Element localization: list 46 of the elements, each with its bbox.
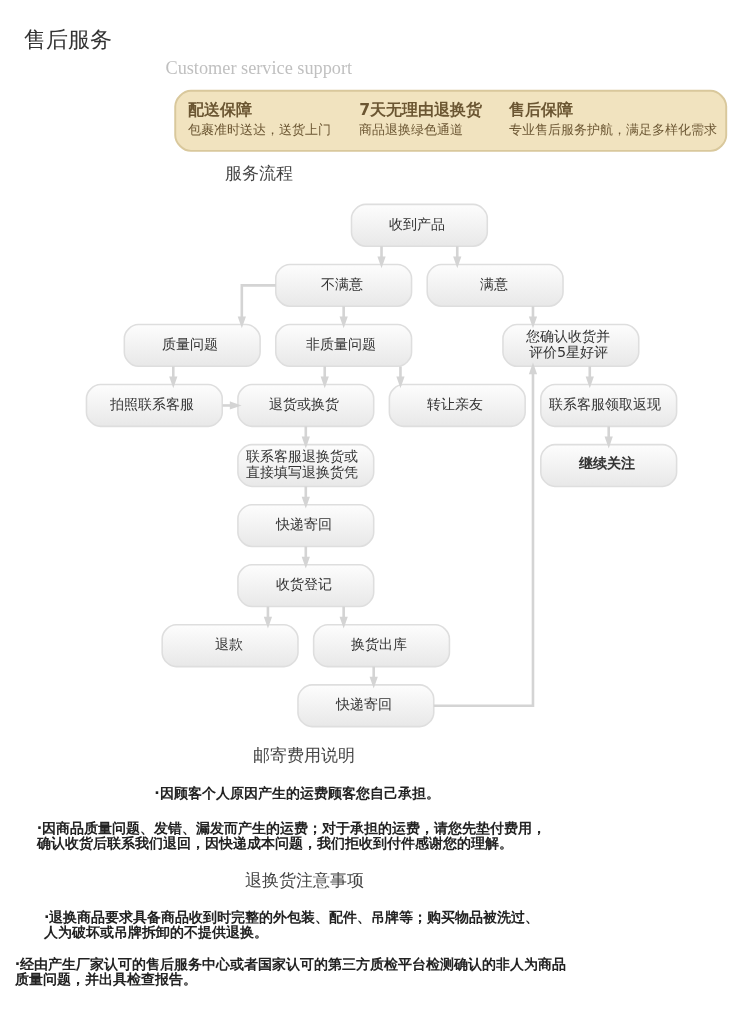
node-box: 快递寄回 <box>237 503 375 547</box>
node-box: 退货或换货 <box>237 383 375 427</box>
node-box: 换货出库 <box>312 623 451 667</box>
arrow <box>339 606 348 629</box>
arrow <box>339 305 348 328</box>
arrow <box>396 365 405 388</box>
arrow <box>222 400 242 410</box>
arrow <box>377 245 386 268</box>
label: 退换货注意事项 <box>245 869 364 890</box>
label: 邮寄费用说明 <box>253 744 356 765</box>
node-box: 继续关注 <box>540 443 678 487</box>
arrow <box>301 486 310 508</box>
label: ·退换商品要求具备商品收到时完整的外包装、配件、吊牌等；购买物品被洗过、人为破坏或吊牌拆卸的不提供退换。 <box>44 908 540 940</box>
label: ·因商品质量问题、发错、漏发而产生的运费；对于承担的运费，请您先垫付费用，确认收货后联系我们退回，因快递成本问题，我们拒收到付件感谢您的理解。 <box>36 819 547 851</box>
node-box: 收货登记 <box>237 563 375 607</box>
node-text: 7天无理由退换货 商品退换绿色通道 <box>359 99 483 137</box>
arrow <box>320 365 329 388</box>
arrow <box>433 361 538 707</box>
node-box: 收到产品 <box>350 203 489 247</box>
label: ·因顾客个人原因产生的运费顾客您自己承担。 <box>154 784 440 801</box>
arrow <box>169 365 178 388</box>
arrow <box>301 425 310 448</box>
node-box: 拍照联系客服 <box>85 383 224 427</box>
arrow <box>301 546 310 568</box>
arrow <box>604 425 613 448</box>
arrow <box>453 245 462 268</box>
arrow <box>237 283 276 328</box>
label: ·经由产生厂家认可的售后服务中心或者国家认可的第三方质检平台检测确认的非人为商品质量问题，并出具检查报告。 <box>14 955 567 987</box>
node-text: 配送保障 包裹准时送达，送货上门 <box>188 99 332 137</box>
node-box: 满意 <box>426 263 564 307</box>
node-box: 联系客服领取返现 <box>540 383 678 427</box>
diagram-title: 售后服务 <box>23 25 112 52</box>
node-box: 联系客服退换货或直接填写退换货凭 <box>237 443 375 487</box>
node-box: 退款 <box>161 623 299 667</box>
cluster <box>174 89 728 152</box>
node-box: 转让亲友 <box>388 383 526 427</box>
label: 服务流程 <box>224 162 293 183</box>
node-box: 质量问题 <box>123 323 261 367</box>
node-box: 快递寄回 <box>297 683 435 727</box>
label: Customer service support <box>165 57 353 78</box>
node-box: 非质量问题 <box>275 323 413 367</box>
node-box: 不满意 <box>275 263 413 307</box>
node-text: 售后保障 专业售后服务护航，满足多样化需求 <box>509 99 718 137</box>
arrow <box>369 666 378 689</box>
node-box: 您确认收货并评价5星好评 <box>502 323 640 367</box>
arrow <box>585 365 594 388</box>
